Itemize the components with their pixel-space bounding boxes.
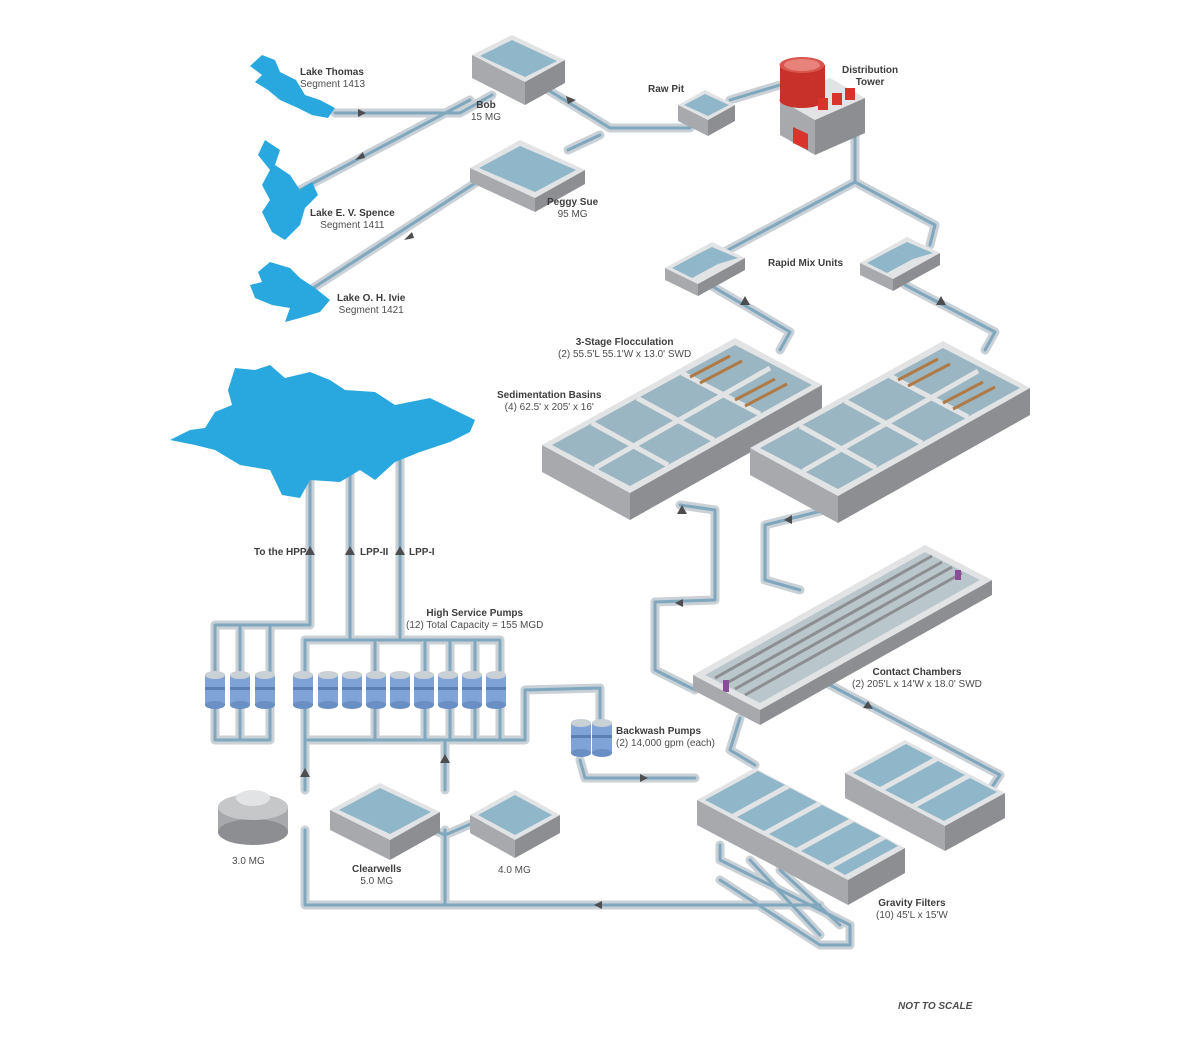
ground-tank-label: 3.0 MG [232, 856, 265, 867]
peggy-sue-reservoir [470, 140, 585, 212]
flow-arrow [677, 505, 687, 514]
flow-arrow [594, 901, 602, 909]
pipe-network [210, 80, 1005, 950]
high-service-pump-2 [318, 671, 338, 709]
gravity-filter-bank-left [697, 768, 905, 905]
hpp-pump-2 [230, 671, 250, 709]
backwash-pump-1 [571, 719, 591, 757]
pumps [205, 671, 612, 757]
lake-thomas-shape [250, 55, 335, 118]
rapid-mix-unit-left [665, 242, 745, 296]
flow-arrow [358, 109, 366, 117]
bob-reservoir [472, 35, 565, 105]
flow-arrow [566, 96, 576, 104]
clearwell-small [470, 790, 560, 858]
source-lakes [170, 55, 475, 498]
high-service-pump-9 [486, 671, 506, 709]
clearwell-large [330, 783, 440, 860]
rapid-mix-unit-right [860, 237, 940, 291]
gravity-filter-bank-right [845, 740, 1005, 851]
flow-arrow [863, 701, 873, 709]
high-service-pump-7 [438, 671, 458, 709]
backwash-pump-2 [592, 719, 612, 757]
flow-arrow [784, 515, 792, 524]
outlet-label-hpp: To the HPP [254, 547, 307, 558]
backwash-pumps-label: Backwash Pumps(2) 14,000 gpm (each) [616, 726, 715, 749]
reservoirs [470, 35, 735, 212]
lake-oh-ivie-shape [250, 262, 330, 322]
flow-arrow [355, 152, 365, 160]
gravity-filters [697, 740, 1005, 905]
flow-arrow [305, 546, 315, 555]
high-service-pumps-label: High Service Pumps(12) Total Capacity = … [406, 608, 544, 631]
city-map-shape [170, 365, 475, 498]
rapid-mix-units [665, 237, 940, 296]
clearwells [218, 783, 560, 860]
hpp-pump-3 [255, 671, 275, 709]
ground-storage-tank [218, 790, 288, 845]
flow-arrow [440, 754, 450, 763]
flow-arrow [640, 774, 648, 782]
high-service-pump-6 [414, 671, 434, 709]
outlet-label-lpp-ii: LPP-II [360, 547, 389, 558]
flow-arrow [300, 768, 310, 777]
sedimentation-basin-left [542, 338, 822, 520]
high-service-pump-8 [462, 671, 482, 709]
flow-arrows [300, 96, 946, 909]
flocculation-label: 3-Stage Flocculation(2) 55.5'L 55.1'W x … [558, 337, 692, 360]
rapid-mix-label: Rapid Mix Units [768, 258, 844, 269]
high-service-pump-3 [342, 671, 362, 709]
high-service-pump-1 [293, 671, 313, 709]
lake-ev-spence-shape [258, 140, 318, 240]
high-service-pump-5 [390, 671, 410, 709]
outlet-label-lpp-i: LPP-I [409, 547, 435, 558]
flow-arrow [404, 232, 414, 240]
hpp-pump-1 [205, 671, 225, 709]
sedimentation-basins [542, 338, 1030, 523]
gravity-filters-label: Gravity Filters(10) 45'L x 15'W [876, 898, 948, 921]
contact-chambers-label: Contact Chambers(2) 205'L x 14'W x 18.0'… [852, 667, 982, 690]
sedimentation-label: Sedimentation Basins(4) 62.5' x 205' x 1… [497, 390, 602, 413]
clearwell-small-label: 4.0 MG [498, 865, 531, 876]
flow-arrow [936, 296, 946, 305]
distribution-tower [779, 57, 865, 155]
not-to-scale-note: NOT TO SCALE [898, 1001, 973, 1012]
flow-arrow [345, 546, 355, 555]
contact-chambers [693, 545, 992, 725]
flow-arrow [675, 599, 683, 607]
high-service-pump-4 [366, 671, 386, 709]
raw-pit-label: Raw Pit [648, 84, 685, 95]
flow-arrow [395, 546, 405, 555]
flow-arrow [740, 296, 750, 305]
sedimentation-basin-right [750, 341, 1030, 523]
raw-pit [678, 90, 735, 136]
